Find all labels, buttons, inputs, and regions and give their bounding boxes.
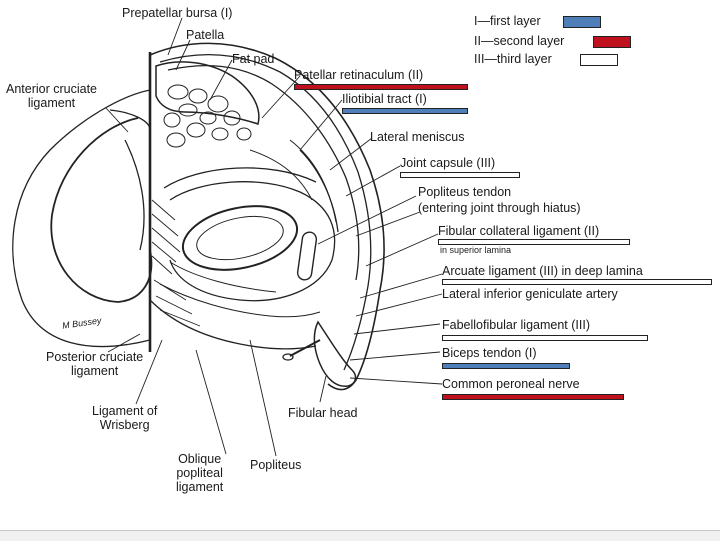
outer-contour: [150, 43, 384, 389]
fat-pad-texture: [164, 85, 251, 147]
label-popliteus: Popliteus: [250, 458, 302, 472]
fibular-head-shape: [314, 322, 355, 386]
legend-first-swatch: [563, 16, 601, 28]
bar-joint-capsule: [400, 172, 520, 178]
label-joint-capsule: Joint capsule (III): [400, 156, 496, 170]
condyle-inner-ring: [51, 118, 151, 302]
legend-third-layer-text: III—third layer: [474, 52, 552, 66]
label-fibular-collateral: Fibular collateral ligament (II): [438, 224, 600, 238]
label-fat-pad: Fat pad: [232, 52, 275, 66]
label-posterior-cruciate: Posterior cruciate ligament: [46, 350, 144, 378]
label-popliteus-tendon: Popliteus tendon (entering joint through…: [418, 185, 581, 215]
label-fabellofibular: Fabellofibular ligament (III): [442, 318, 590, 332]
diagram-canvas: M Bussey I—first layer II—second layer I…: [0, 0, 720, 530]
label-patella: Patella: [186, 28, 225, 42]
articular-cavity: [177, 197, 303, 280]
bar-fibular-collateral: [438, 239, 630, 245]
legend-first-layer-text: I—first layer: [474, 14, 541, 28]
popliteus-tendon-shape: [297, 231, 318, 280]
label-lateral-inferior-geniculate: Lateral inferior geniculate artery: [442, 287, 618, 301]
label-fibular-head: Fibular head: [288, 406, 358, 420]
legend-third-swatch: [580, 54, 618, 66]
legend-second-layer: II—second layer: [474, 34, 564, 48]
label-common-peroneal: Common peroneal nerve: [442, 377, 580, 391]
label-lateral-meniscus: Lateral meniscus: [370, 130, 465, 144]
label-prepatellar-bursa: Prepatellar bursa (I): [122, 6, 233, 20]
femoral-condyle-outline: [13, 90, 150, 347]
label-patellar-retinaculum: Patellar retinaculum (II): [294, 68, 424, 82]
bottom-scroll-strip: [0, 530, 720, 541]
label-anterior-cruciate: Anterior cruciate ligament: [6, 82, 98, 110]
bar-iliotibial-tract: [342, 108, 468, 114]
bar-fabellofibular: [442, 335, 648, 341]
legend-third-layer: III—third layer: [474, 52, 552, 66]
patella-outline: [156, 62, 259, 124]
label-biceps-tendon: Biceps tendon (I): [442, 346, 537, 360]
label-ligament-wrisberg: Ligament of Wrisberg: [92, 404, 158, 432]
bar-biceps-tendon: [442, 363, 570, 369]
legend-first-layer: I—first layer: [474, 14, 541, 28]
label-oblique-popliteal: Oblique popliteal ligament: [176, 452, 224, 494]
knee-cross-section-illustration: [0, 0, 720, 530]
bar-patellar-retinaculum: [294, 84, 468, 90]
label-superior-lamina: in superior lamina: [440, 245, 512, 255]
label-arcuate-ligament: Arcuate ligament (III) in deep lamina: [442, 264, 643, 278]
bar-arcuate-ligament: [442, 279, 712, 285]
legend-second-layer-text: II—second layer: [474, 34, 565, 48]
label-iliotibial-tract: Iliotibial tract (I): [342, 92, 427, 106]
bar-common-peroneal: [442, 394, 624, 400]
legend-second-swatch: [593, 36, 631, 48]
